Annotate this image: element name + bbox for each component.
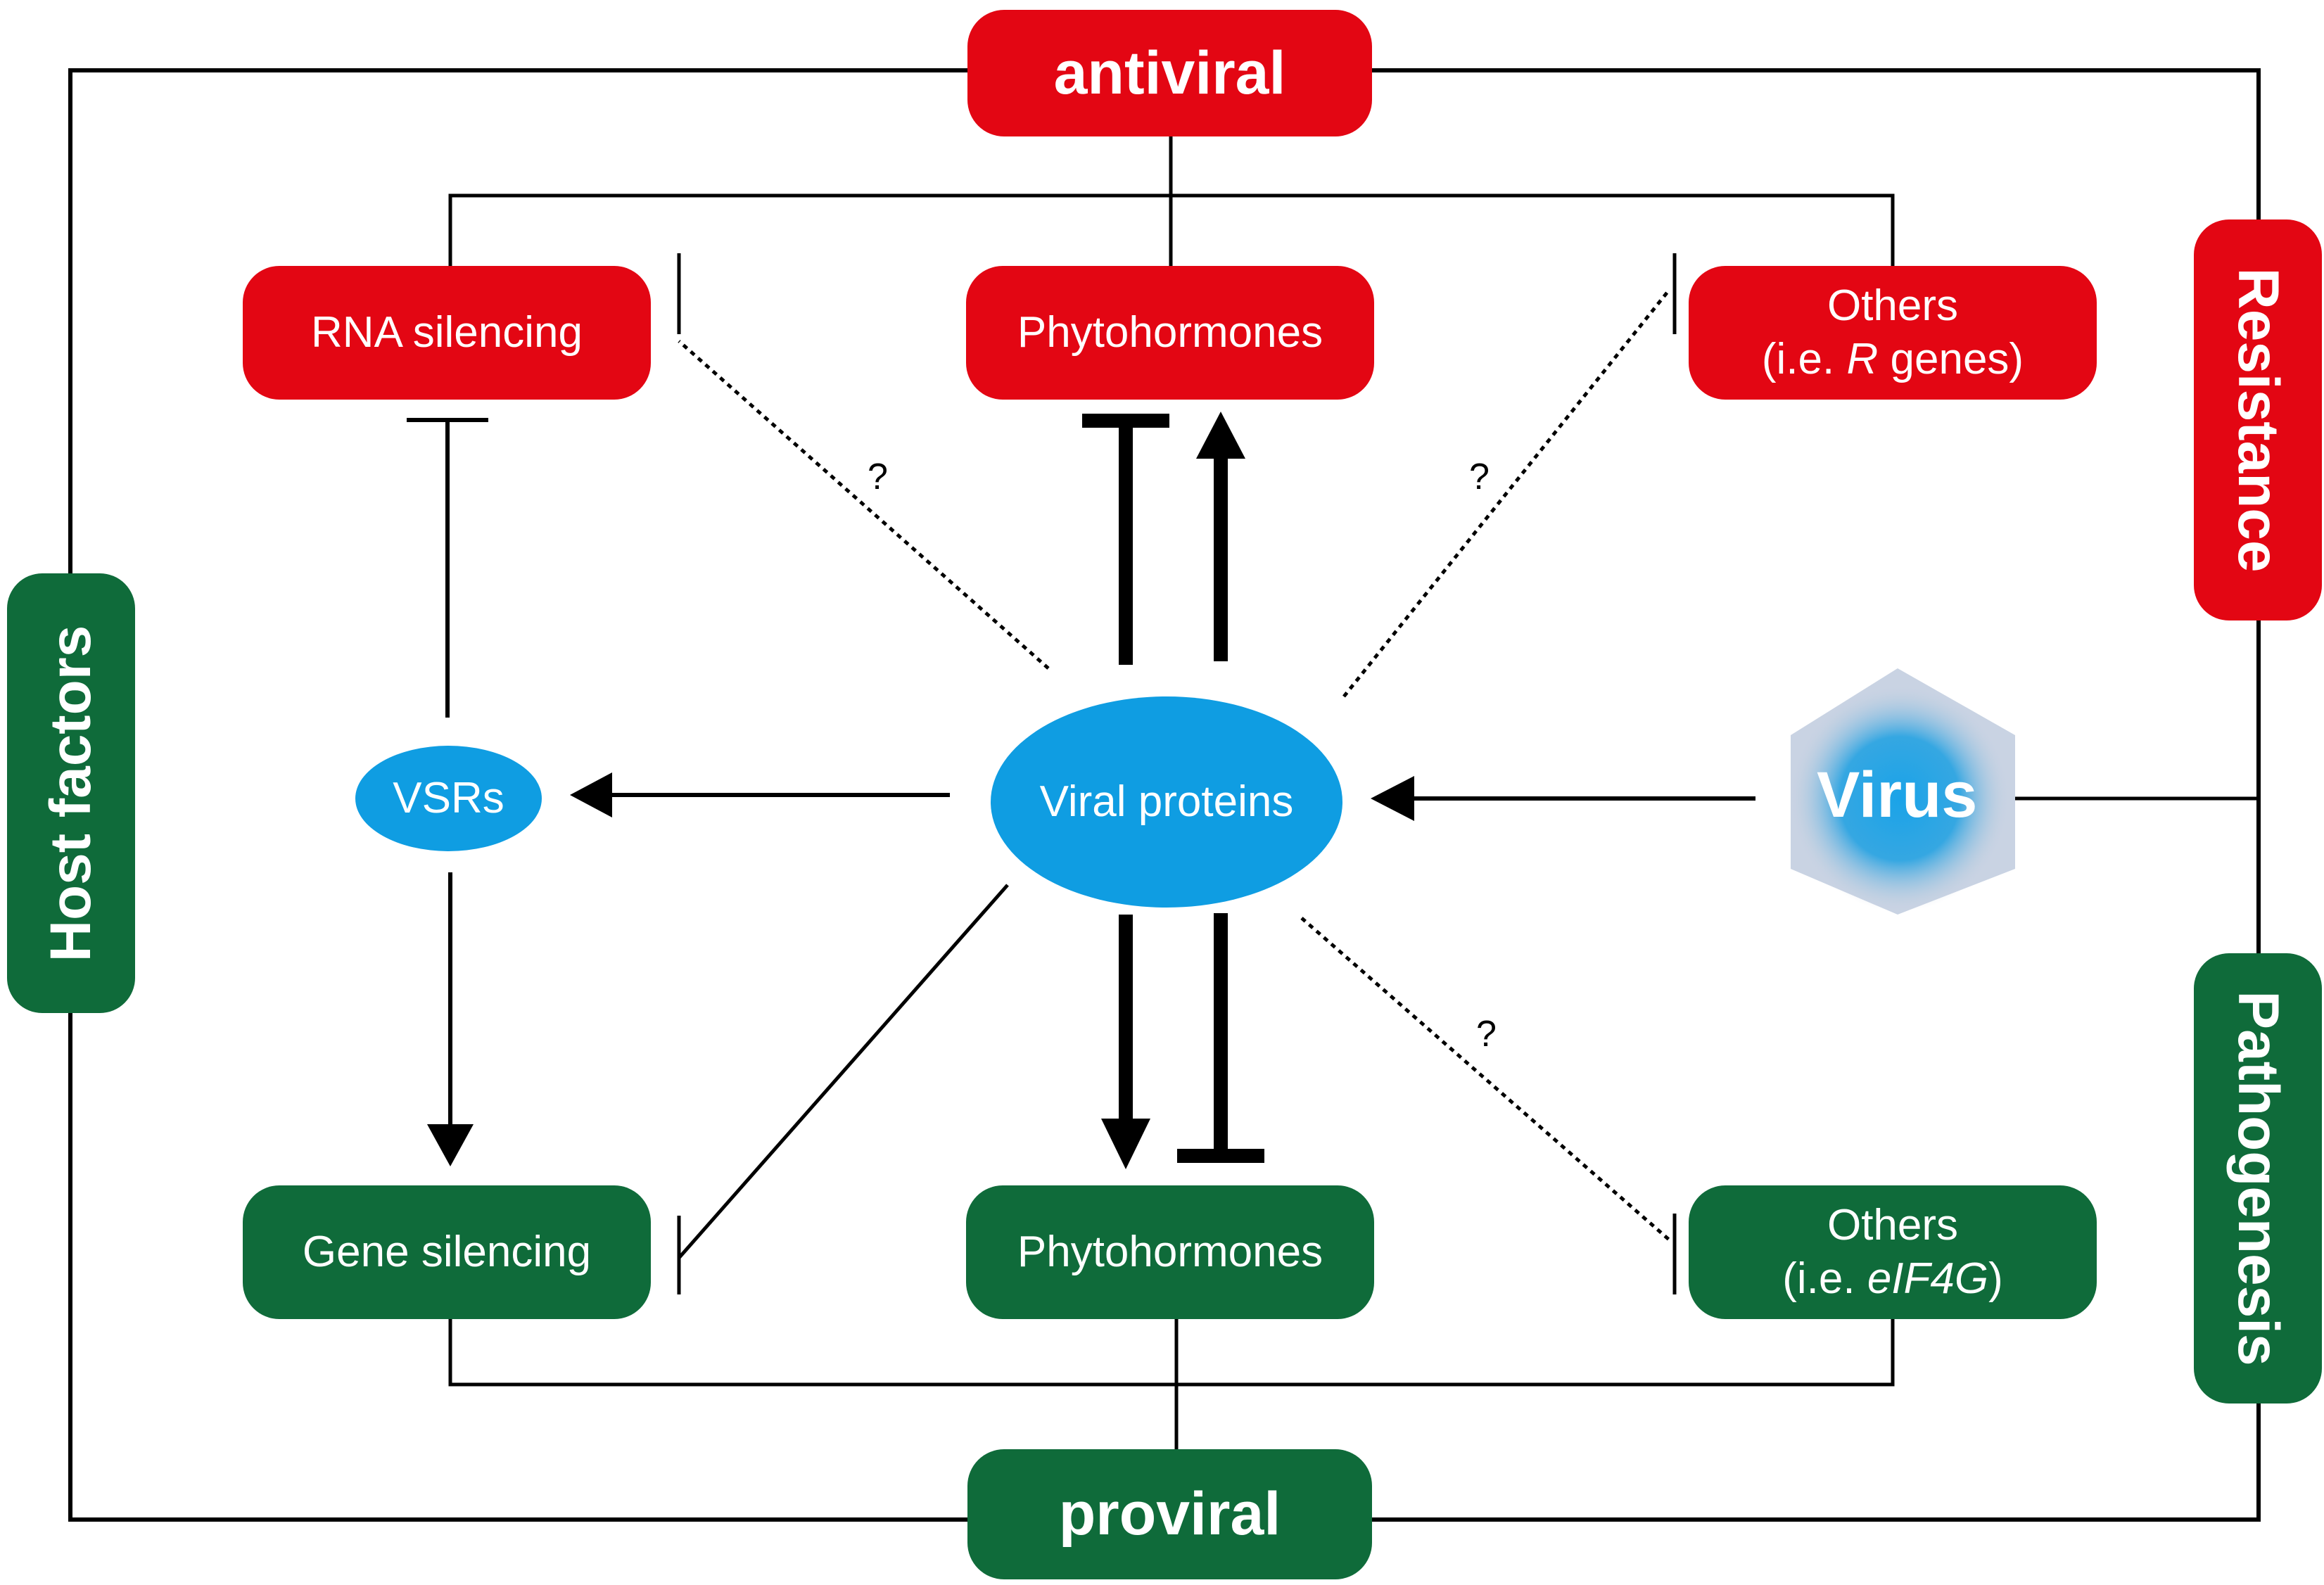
viral-inhibit-eif4g-dotted	[1300, 917, 1677, 1294]
rna-silencing-node: RNA silencing	[243, 266, 651, 400]
antiviral-label: antiviral	[967, 10, 1372, 136]
antiviral-phytohormones-node: Phytohormones	[966, 266, 1374, 400]
viral-inhibit-rna-silencing-dotted	[677, 253, 1050, 670]
viral-inhibit-r-genes-dotted	[1342, 253, 1677, 698]
pathogenesis-label-box: Pathogenesis	[2194, 953, 2322, 1403]
question-mark-r-genes: ?	[1469, 457, 1490, 497]
r-genes-subtitle: (i.e. R genes)	[1761, 335, 2024, 383]
r-genes-node: Others (i.e. R genes)	[1689, 266, 2097, 400]
virus-core	[1791, 686, 2009, 911]
proviral-label: proviral	[967, 1449, 1372, 1579]
viral-inhibit-gene-silencing	[677, 884, 1009, 1294]
proviral-bracket	[448, 1316, 1895, 1449]
r-genes-title: Others	[1827, 281, 1959, 331]
viral-inhibit-antiviral-phytohormones	[1082, 414, 1169, 665]
antiviral-bracket	[448, 136, 1895, 267]
resistance-label-box: Resistance	[2194, 219, 2322, 620]
viral-proteins-node: Viral proteins	[991, 696, 1342, 908]
eif4g-title: Others	[1827, 1201, 1959, 1250]
question-mark-rna-silencing: ?	[868, 457, 888, 497]
viral-to-vsrs-arrow	[570, 772, 950, 817]
viral-activate-antiviral-phytohormones	[1196, 412, 1245, 661]
resistance-label: Resistance	[2226, 267, 2290, 573]
viral-activate-proviral-phytohormones	[1101, 915, 1150, 1169]
pathogenesis-label: Pathogenesis	[2226, 991, 2290, 1366]
proviral-phytohormones-node: Phytohormones	[966, 1185, 1374, 1319]
host-factors-label: Host factors	[39, 625, 103, 962]
vsrs-to-gene-silencing-arrow	[427, 872, 474, 1166]
vsrs-inhibit-rna-silencing	[407, 418, 488, 718]
gene-silencing-node: Gene silencing	[243, 1185, 651, 1319]
host-factors-label-box: Host factors	[7, 573, 135, 1013]
virus-label: Virus	[1817, 759, 1978, 831]
eif4g-subtitle: (i.e. eIF4G)	[1782, 1254, 2003, 1303]
question-mark-eif4g: ?	[1476, 1014, 1497, 1055]
viral-inhibit-proviral-phytohormones	[1177, 913, 1264, 1163]
eif4g-node: Others (i.e. eIF4G)	[1689, 1185, 2097, 1319]
virus-to-viral-arrow	[1371, 776, 1755, 821]
vsrs-node: VSRs	[355, 746, 542, 851]
